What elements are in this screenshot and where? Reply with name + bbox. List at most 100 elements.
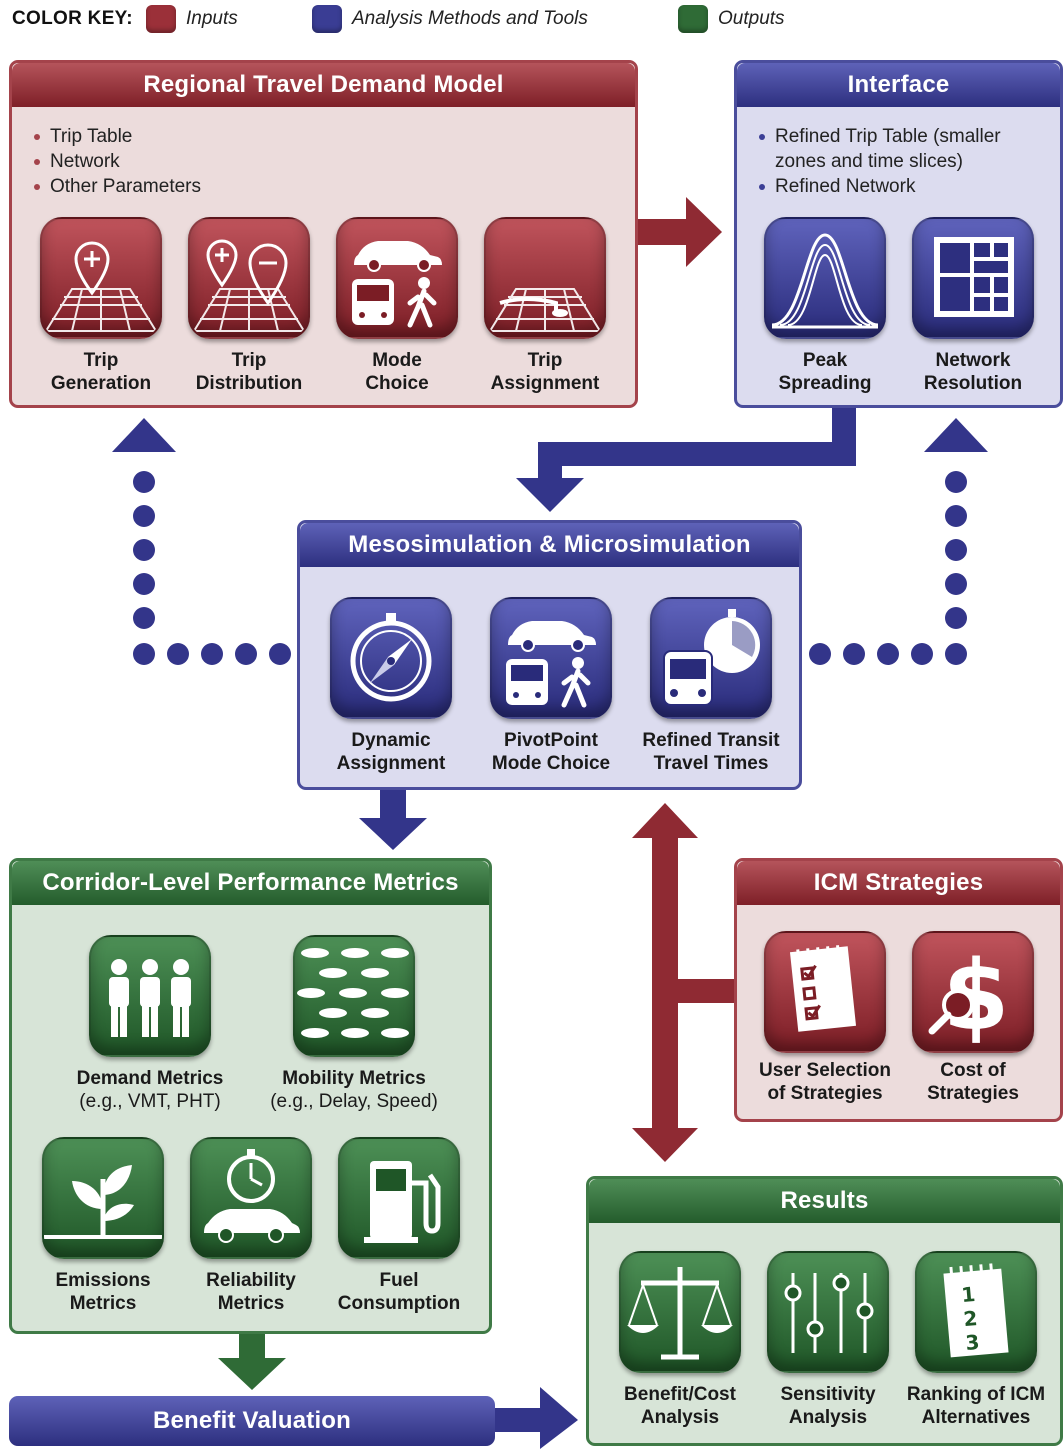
- label-line: Metrics: [69, 1293, 137, 1314]
- label-line: Spreading: [778, 373, 872, 394]
- label-line: Strategies: [927, 1083, 1019, 1104]
- label-line: (e.g., Delay, Speed): [270, 1091, 438, 1112]
- outputs-swatch: [678, 5, 708, 33]
- regional-travel-demand-panel: Regional Travel Demand Model Trip Table …: [9, 60, 638, 408]
- label-line: Benefit/Cost: [624, 1384, 736, 1405]
- feedback-dots-left: [112, 418, 291, 665]
- panel-title: Regional Travel Demand Model: [12, 63, 635, 107]
- arrow-benefit-to-results: [494, 1387, 578, 1449]
- bullet-item: Refined Network: [757, 174, 1053, 199]
- label-line: Analysis: [640, 1407, 720, 1428]
- svg-text:3: 3: [965, 1330, 981, 1355]
- label-line: Resolution: [923, 373, 1023, 394]
- outputs-key-label: Outputs: [718, 8, 785, 29]
- label-line: Fuel: [379, 1270, 419, 1291]
- plant-icon: [42, 1137, 164, 1259]
- mobility-metrics-label: Mobility Metrics(e.g., Delay, Speed): [254, 1067, 454, 1113]
- label-line: Trip: [527, 350, 563, 371]
- bullet-item: Refined Trip Table (smaller zones and ti…: [757, 124, 1053, 174]
- label-line: Sensitivity: [780, 1384, 876, 1405]
- fuel-pump-icon: [338, 1137, 460, 1259]
- arrow-interface-to-meso: [516, 408, 856, 512]
- label-line: Trip: [83, 350, 119, 371]
- label-line: Alternatives: [921, 1407, 1031, 1428]
- interface-bullets: Refined Trip Table (smaller zones and ti…: [757, 124, 1053, 199]
- trip-assignment-icon: [484, 217, 606, 339]
- people-icon: [89, 935, 211, 1057]
- inputs-key-label: Inputs: [186, 8, 238, 29]
- arrow-regional-to-interface: [638, 197, 722, 267]
- trip-generation-icon: [40, 217, 162, 339]
- panel-title: ICM Strategies: [737, 861, 1060, 905]
- corridor-metrics-panel: Corridor-Level Performance Metrics Deman…: [9, 858, 492, 1334]
- panel-title: Results: [589, 1179, 1060, 1223]
- label-line: PivotPoint: [504, 730, 598, 751]
- regional-bullets: Trip Table Network Other Parameters: [32, 124, 201, 199]
- label-line: Peak: [802, 350, 848, 371]
- inputs-swatch: [146, 5, 176, 33]
- arrow-corridor-to-benefit: [218, 1334, 286, 1390]
- traffic-icon: [293, 935, 415, 1057]
- label-line: Cost of: [940, 1060, 1006, 1081]
- mode-choice-icon: [336, 217, 458, 339]
- label-line: Mode Choice: [491, 753, 611, 774]
- label-line: Demand Metrics: [76, 1068, 224, 1089]
- svg-text:1: 1: [960, 1282, 976, 1307]
- checklist-icon: [764, 931, 886, 1053]
- analysis-key-label: Analysis Methods and Tools: [352, 8, 588, 29]
- label-line: Choice: [365, 373, 429, 394]
- label-line: Ranking of ICM: [906, 1384, 1046, 1405]
- label-line: Mode: [372, 350, 422, 371]
- panel-title: Mesosimulation & Microsimulation: [300, 523, 799, 567]
- label-line: Assignment: [336, 753, 446, 774]
- label-line: (e.g., VMT, PHT): [79, 1091, 221, 1112]
- color-key-title: COLOR KEY:: [12, 8, 133, 29]
- mesosimulation-panel: Mesosimulation & Microsimulation Dynamic…: [297, 520, 802, 790]
- bus-stopwatch-icon: [650, 597, 772, 719]
- panel-title: Benefit Valuation: [9, 1396, 495, 1446]
- interface-panel: Interface Refined Trip Table (smaller zo…: [734, 60, 1063, 408]
- label-line: Distribution: [195, 373, 303, 394]
- label-line: Trip: [231, 350, 267, 371]
- label-line: Dynamic: [351, 730, 431, 751]
- bullet-item: Trip Table: [32, 124, 201, 149]
- label-line: Refined Transit: [642, 730, 780, 751]
- trip-distribution-icon: [188, 217, 310, 339]
- label-line: Mobility Metrics: [282, 1068, 426, 1089]
- bullet-item: Network: [32, 149, 201, 174]
- label-line: Reliability: [206, 1270, 296, 1291]
- feedback-dots-right: [809, 418, 988, 665]
- bell-curve-icon: [764, 217, 886, 339]
- bullet-item: Other Parameters: [32, 174, 201, 199]
- demand-metrics-label: Demand Metrics(e.g., VMT, PHT): [65, 1067, 235, 1113]
- label-line: of Strategies: [767, 1083, 883, 1104]
- arrow-icm-connector: [632, 803, 737, 1162]
- sliders-icon: [767, 1251, 889, 1373]
- stopwatch-car-icon: [190, 1137, 312, 1259]
- grid-icon: [912, 217, 1034, 339]
- label-line: Generation: [50, 373, 152, 394]
- compass-icon: [330, 597, 452, 719]
- label-line: Metrics: [217, 1293, 285, 1314]
- benefit-valuation-panel: Benefit Valuation: [9, 1396, 495, 1446]
